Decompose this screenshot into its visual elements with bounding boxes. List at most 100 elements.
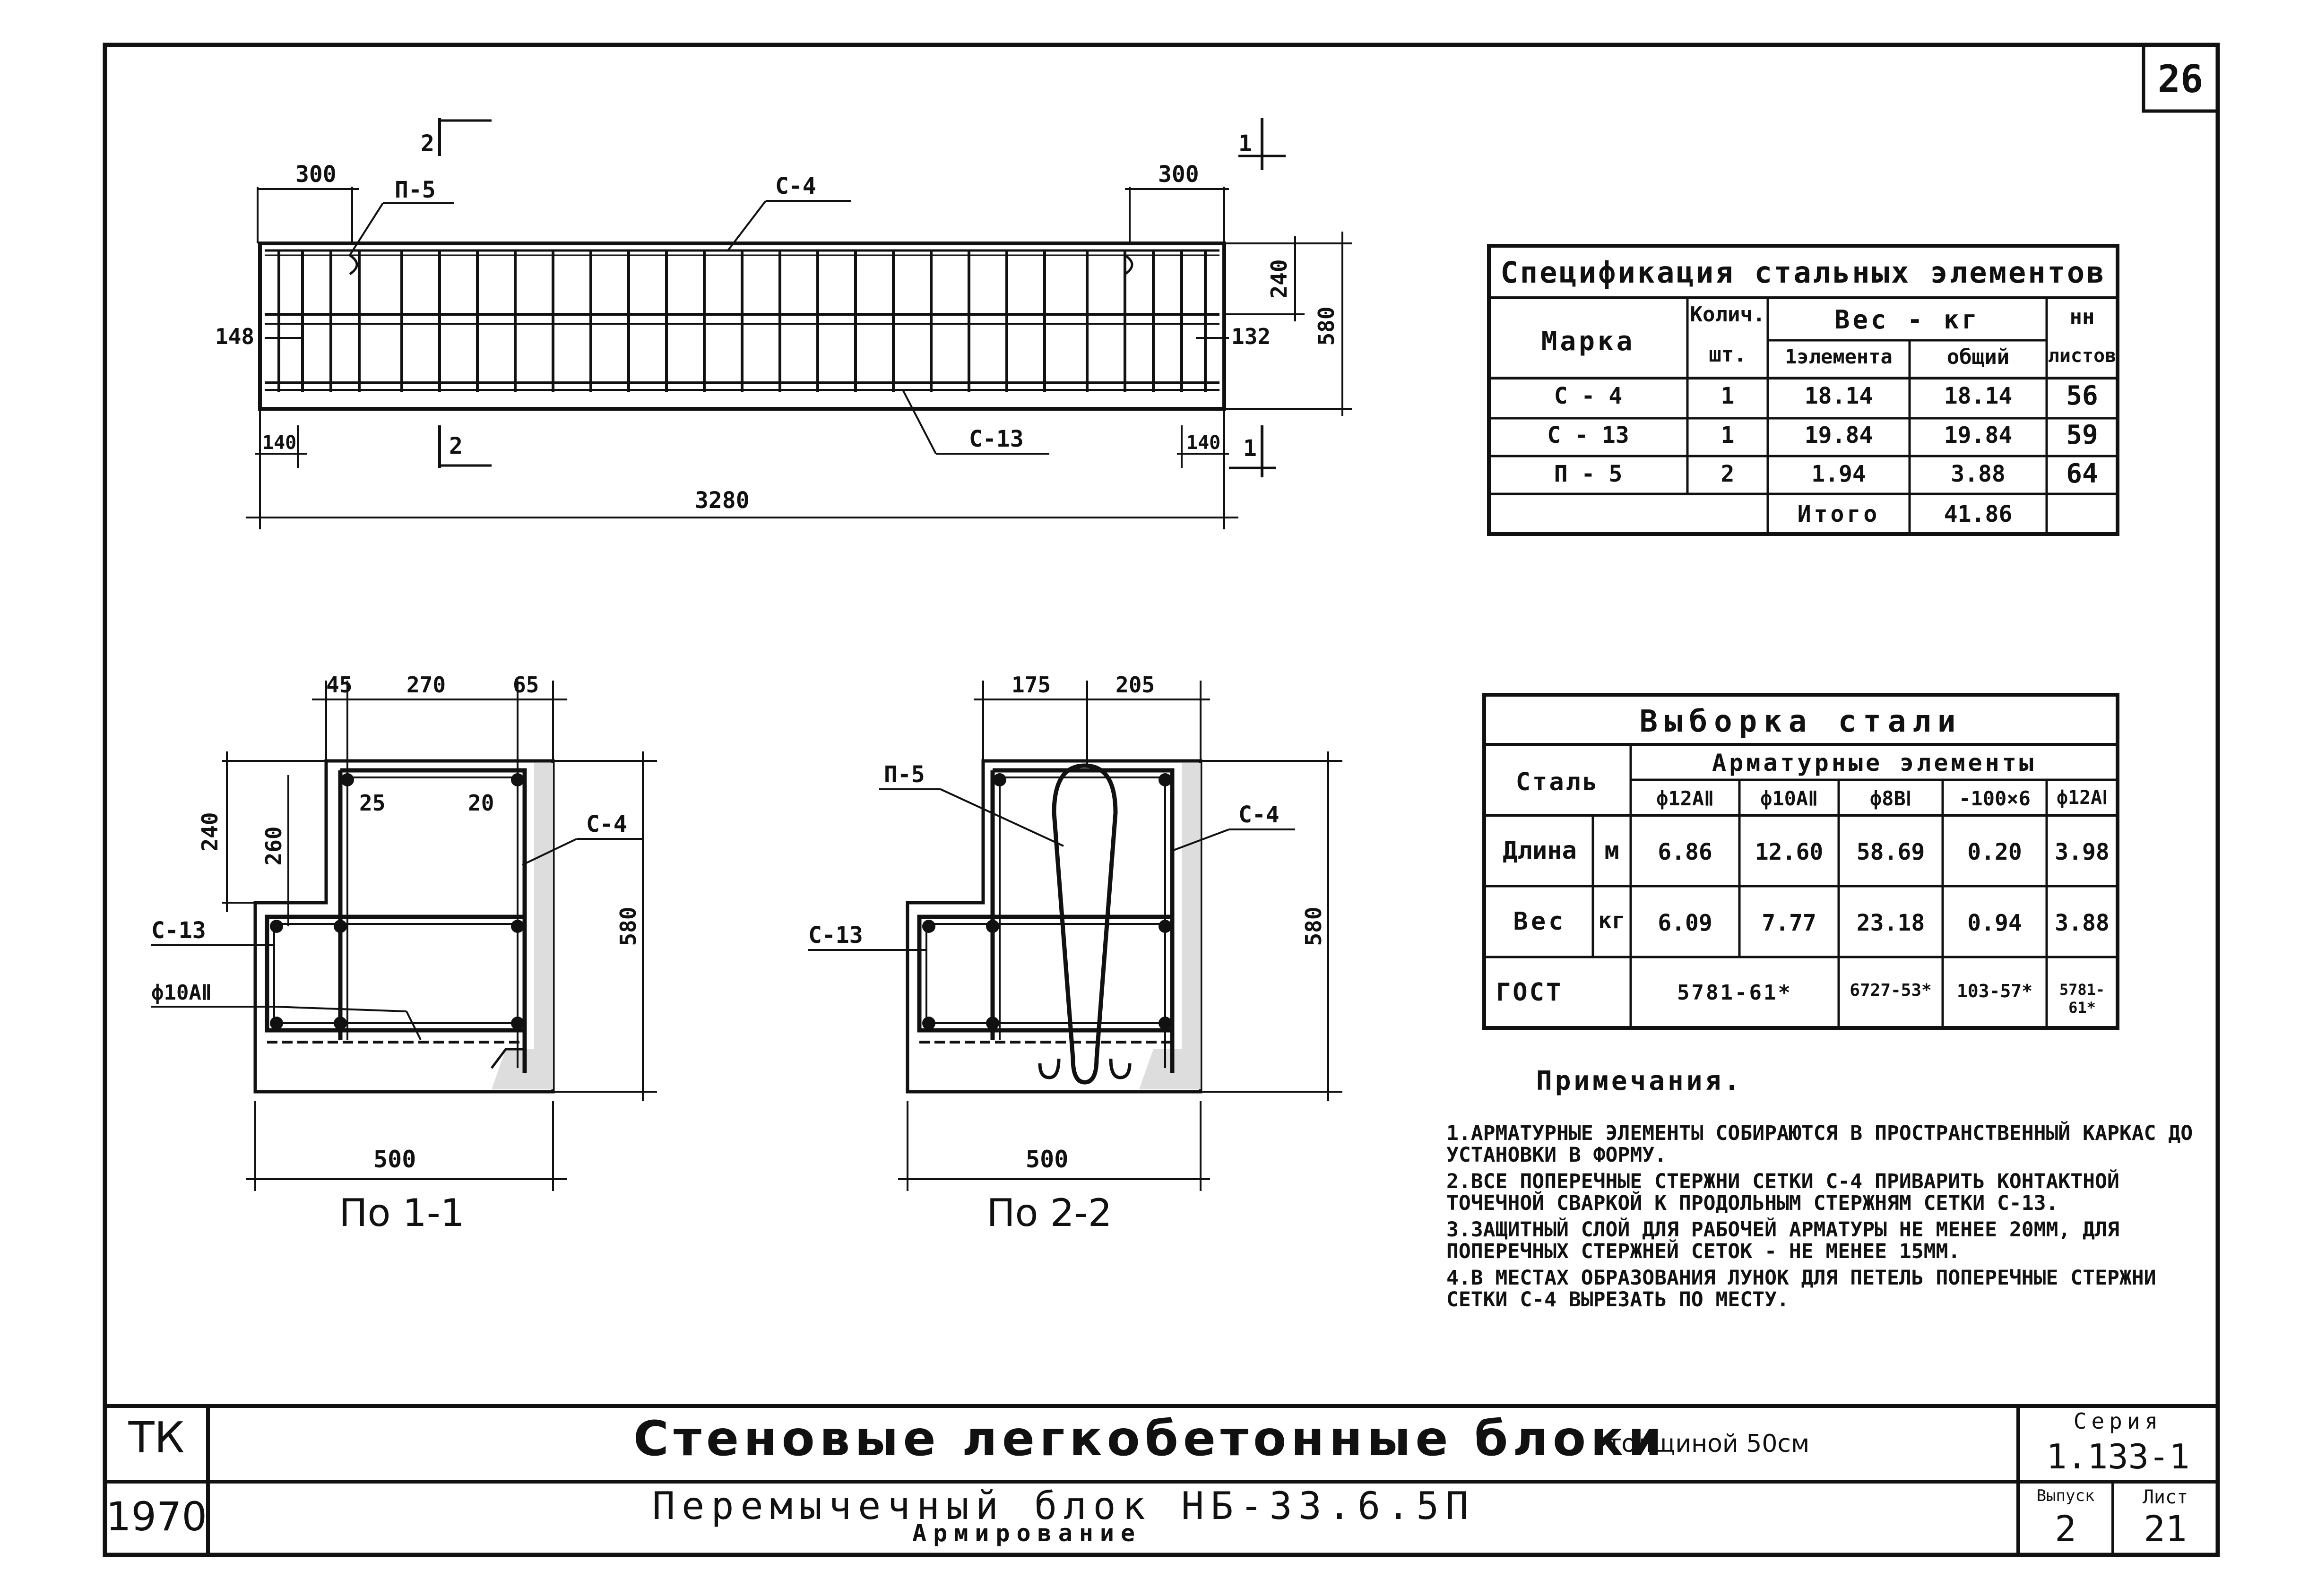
spec-row-mark: С - 4 xyxy=(1554,383,1623,409)
spec-header-sheet: листов xyxy=(2048,345,2117,367)
title-block xyxy=(105,1404,2218,1555)
spec-row-sheet: 59 xyxy=(2066,420,2098,450)
note-item: 1.Арматурные элементы собираются в прост… xyxy=(1446,1122,2193,1167)
steel-cell: 7.77 xyxy=(1762,910,1816,936)
notes-list: 1.Арматурные элементы собираются в прост… xyxy=(1446,1122,2203,1311)
steel-row-unit: кг xyxy=(1598,907,1626,934)
stamp-org: ТК xyxy=(128,1413,185,1463)
dim-580-s1: 580 xyxy=(615,906,641,946)
spec-row-total: 19.84 xyxy=(1944,422,2013,449)
dim-500-s2: 500 xyxy=(1026,1146,1068,1173)
spec-table-title: Спецификация стальных элементов xyxy=(1500,255,2106,290)
steel-gost: 5781-61* xyxy=(1677,981,1792,1005)
dim-25: 25 xyxy=(359,790,385,816)
dim-132: 132 xyxy=(1231,324,1271,349)
spec-header-qty: Колич. xyxy=(1690,302,1765,327)
dim-148: 148 xyxy=(215,324,254,349)
section-mark-1-top: 1 xyxy=(1238,130,1252,157)
dim-260: 260 xyxy=(261,826,286,865)
section-2-caption: По 2-2 xyxy=(986,1191,1112,1235)
label-c13: С-13 xyxy=(969,426,1024,452)
label-p5: П-5 xyxy=(395,177,436,203)
beam-elevation: 300 300 П-5 С-4 С-13 2 2 1 1 xyxy=(215,118,1352,529)
label-p5-s2: П-5 xyxy=(884,761,925,788)
notes-title: Примечания. xyxy=(1536,1066,1743,1096)
dim-270: 270 xyxy=(406,672,446,698)
stamp-year: 1970 xyxy=(106,1493,207,1540)
stamp-subtitle2: Армирование xyxy=(912,1519,1142,1547)
steel-table-title: Выборка стали xyxy=(1639,704,1963,739)
spec-row-element: 18.14 xyxy=(1804,383,1873,409)
dim-580-s2: 580 xyxy=(1301,906,1326,946)
steel-row-name: Длина xyxy=(1503,837,1577,865)
dim-205: 205 xyxy=(1115,672,1155,698)
spec-row-qty: 1 xyxy=(1721,383,1735,409)
steel-cell: 6.86 xyxy=(1658,839,1712,865)
spec-header-element: 1элемента xyxy=(1785,345,1893,368)
steel-gost-label: ГОСТ xyxy=(1496,978,1563,1007)
stamp-series-label: Серия xyxy=(2073,1408,2163,1434)
label-c4-s1: С-4 xyxy=(586,811,627,837)
steel-header-steel: Сталь xyxy=(1515,768,1600,796)
steel-row-name: Вес xyxy=(1513,907,1566,936)
spec-row-mark: С - 13 xyxy=(1547,422,1629,449)
dim-140-left: 140 xyxy=(262,432,296,454)
spec-header-sheet-nn: нн xyxy=(2069,305,2095,329)
stamp-sheet: 21 xyxy=(2144,1508,2187,1550)
dim-580: 580 xyxy=(1314,306,1339,345)
sheet-frame xyxy=(103,43,2220,1557)
spec-row-qty: 2 xyxy=(1721,461,1735,487)
steel-cell: 6.09 xyxy=(1658,910,1712,936)
spec-row-sheet: 56 xyxy=(2066,380,2098,411)
dim-right-offset: 300 xyxy=(1158,161,1199,188)
label-c4-s2: С-4 xyxy=(1238,802,1280,828)
page-number-box xyxy=(2142,43,2220,113)
spec-row-element: 1.94 xyxy=(1811,461,1866,487)
stamp-issue-label: Выпуск xyxy=(2036,1486,2095,1505)
steel-table xyxy=(1482,693,2119,1030)
spec-row-sheet: 64 xyxy=(2066,458,2098,489)
label-c13-s2: С-13 xyxy=(808,922,863,949)
dim-500-s1: 500 xyxy=(373,1146,416,1173)
dim-left-offset: 300 xyxy=(295,161,337,188)
steel-col: ф12АⅡ xyxy=(1656,787,1714,810)
steel-cell: 23.18 xyxy=(1856,910,1925,936)
section-mark-1-bot: 1 xyxy=(1243,435,1257,462)
section-1-1: 45 270 65 240 260 25 20 580 500 С-4 С-13… xyxy=(151,672,657,1191)
section-mark-2-top: 2 xyxy=(421,130,434,157)
section-1-caption: По 1-1 xyxy=(339,1191,465,1235)
spec-row-element: 19.84 xyxy=(1804,422,1873,449)
stamp-issue: 2 xyxy=(2055,1508,2076,1550)
dim-65: 65 xyxy=(513,672,539,698)
steel-cell: 0.20 xyxy=(1967,839,2022,865)
steel-cell: 58.69 xyxy=(1856,839,1925,865)
steel-col: ф12АⅠ xyxy=(2056,787,2108,809)
dim-45: 45 xyxy=(326,672,352,698)
steel-gost: 5781-61* xyxy=(2059,981,2105,1017)
dim-3280: 3280 xyxy=(695,487,750,514)
spec-row-total: 3.88 xyxy=(1951,461,2006,487)
steel-col: -100×6 xyxy=(1959,787,2031,810)
section-2-2: 175 205 580 500 П-5 С-4 С-13 xyxy=(808,672,1342,1191)
spec-header-weight: Вес - кг xyxy=(1834,305,1980,335)
dim-240-s1: 240 xyxy=(197,812,223,851)
dim-20: 20 xyxy=(468,790,494,816)
dim-240: 240 xyxy=(1266,259,1292,298)
label-rebar-s1: ф10АⅡ xyxy=(151,981,212,1005)
steel-row-unit: м xyxy=(1604,837,1619,865)
page-number: 26 xyxy=(2158,57,2203,101)
steel-col: ф8ВⅠ xyxy=(1869,787,1912,810)
spec-table xyxy=(1487,244,2119,536)
spec-row-qty: 1 xyxy=(1721,422,1735,449)
section-mark-2-bot: 2 xyxy=(449,433,463,459)
note-item: 3.Защитный слой для рабочей арматуры не … xyxy=(1446,1218,2119,1263)
steel-cell: 12.60 xyxy=(1755,839,1824,865)
steel-header-group: Арматурные элементы xyxy=(1712,749,2036,776)
steel-gost: 103-57* xyxy=(1956,981,2033,1001)
stamp-title-suffix: толщиной 50см xyxy=(1607,1430,1810,1458)
stamp-subtitle: Перемычечный блок НБ-33.6.5П xyxy=(652,1484,1475,1528)
transverse-bars xyxy=(277,250,1207,392)
spec-row-total: 18.14 xyxy=(1944,383,2013,409)
spec-itogo-label: Итого xyxy=(1797,501,1880,527)
